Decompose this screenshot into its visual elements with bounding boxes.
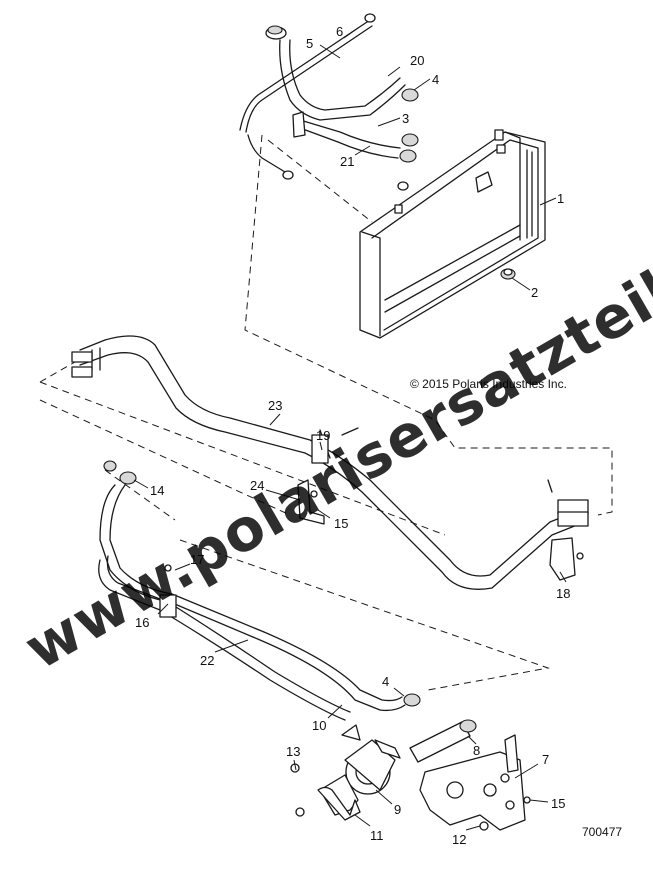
- callout-8: 8: [473, 743, 480, 758]
- callout-10: 10: [312, 718, 326, 733]
- long-tube-23: [71, 335, 589, 590]
- callout-18: 18: [556, 586, 570, 601]
- callout-15-lower: 15: [551, 796, 565, 811]
- hose-8: [409, 719, 477, 763]
- diagram-id: 700477: [582, 825, 622, 839]
- water-pump: [319, 724, 401, 816]
- callout-1: 1: [557, 191, 564, 206]
- callout-16: 16: [135, 615, 149, 630]
- leader-lines: [133, 27, 567, 831]
- callout-5: 5: [306, 36, 313, 51]
- tube-22: [98, 460, 421, 721]
- dashed-reference-lines: [39, 134, 613, 691]
- callout-15-upper: 15: [334, 516, 348, 531]
- callout-17: 17: [190, 552, 204, 567]
- callout-7: 7: [542, 752, 549, 767]
- callout-numbers: 1 2 3 4 5 6 20 21 23 19 24 15 14 17 16 2…: [135, 24, 570, 847]
- callout-21: 21: [340, 154, 354, 169]
- bracket-18: [547, 479, 584, 581]
- callout-20: 20: [410, 53, 424, 68]
- callout-9: 9: [394, 802, 401, 817]
- callout-14: 14: [150, 483, 164, 498]
- callout-23: 23: [268, 398, 282, 413]
- bracket-24: [297, 427, 359, 525]
- callout-11: 11: [370, 828, 384, 843]
- callout-4-upper: 4: [432, 72, 439, 87]
- radiator: [359, 129, 546, 339]
- callout-6: 6: [336, 24, 343, 39]
- callout-24: 24: [250, 478, 264, 493]
- callout-12: 12: [452, 832, 466, 847]
- upper-hoses: [239, 17, 406, 173]
- copyright-notice: © 2015 Polaris Industries Inc.: [410, 377, 567, 391]
- grommet-2: [500, 268, 516, 280]
- callout-13: 13: [286, 744, 300, 759]
- callout-22: 22: [200, 653, 214, 668]
- upper-clamps: [282, 13, 419, 180]
- callout-19: 19: [316, 428, 330, 443]
- callout-3: 3: [402, 111, 409, 126]
- bracket-plate-7: [419, 734, 531, 831]
- callout-2: 2: [531, 285, 538, 300]
- callout-4-lower: 4: [382, 674, 389, 689]
